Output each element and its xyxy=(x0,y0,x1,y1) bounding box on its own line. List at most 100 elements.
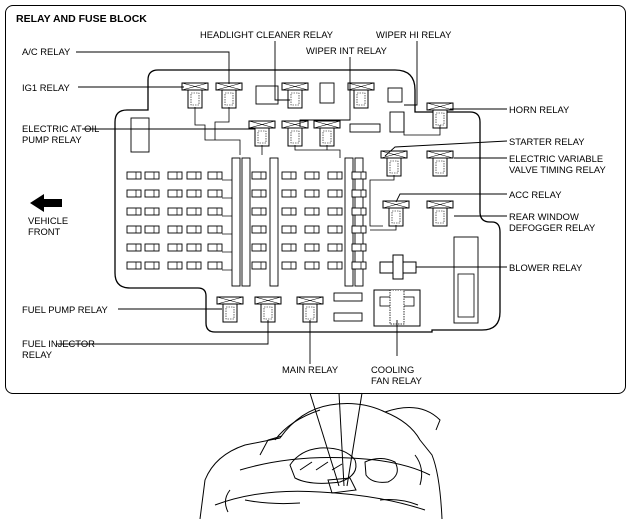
fuse-slot xyxy=(144,171,160,180)
fuse-slot xyxy=(186,261,202,270)
fuse-slot xyxy=(186,207,202,216)
label-electric-variable-valve-timing-relay-line2: VALVE TIMING RELAY xyxy=(509,164,606,175)
wiper-int-relay-unit xyxy=(281,120,309,147)
leader-lines xyxy=(56,41,508,364)
fuse-slot xyxy=(327,261,343,270)
fuse-slot xyxy=(144,261,160,270)
label-rear-window-defogger-relay-line1: REAR WINDOW xyxy=(509,211,579,222)
label-wiper-hi-relay: WIPER HI RELAY xyxy=(376,29,452,40)
fuse-slot xyxy=(281,189,297,198)
fuse-grid xyxy=(126,171,367,271)
label-ac-relay: A/C RELAY xyxy=(22,46,71,57)
fuse-strip xyxy=(349,123,381,133)
label-blower-relay: BLOWER RELAY xyxy=(509,262,583,273)
main-relay-unit xyxy=(296,296,324,323)
fuse-slot xyxy=(207,189,223,198)
fuse-slot xyxy=(144,243,160,252)
bus-bar xyxy=(231,157,241,287)
acc-relay-unit xyxy=(382,200,410,227)
fuse-slot xyxy=(304,261,320,270)
fuse-slot xyxy=(126,225,142,234)
fuse-slot xyxy=(304,171,320,180)
fuse-strip xyxy=(333,292,363,302)
ig1-relay-unit xyxy=(181,82,209,109)
fuse-slot xyxy=(251,171,267,180)
wiper-hi-relay-unit xyxy=(347,82,375,109)
fuse-slot xyxy=(207,207,223,216)
ac-relay-unit xyxy=(215,82,243,109)
fuse-slot xyxy=(167,261,183,270)
connector-slot xyxy=(457,273,475,318)
fuse-slot xyxy=(251,243,267,252)
fuse-slot xyxy=(304,225,320,234)
fuse-slot xyxy=(126,243,142,252)
fuel-pump-relay-unit xyxy=(216,296,244,323)
fuse-slot xyxy=(304,189,320,198)
fuse-box xyxy=(255,85,279,105)
connector-slot xyxy=(130,117,150,153)
fuse-slot xyxy=(281,243,297,252)
fuse-slot xyxy=(327,171,343,180)
fuse-slot xyxy=(251,225,267,234)
bus-bar xyxy=(241,157,251,287)
label-fuel-pump-relay: FUEL PUMP RELAY xyxy=(22,304,108,315)
label-rear-window-defogger-relay-line2: DEFOGGER RELAY xyxy=(509,222,596,233)
rear-window-defogger-relay-unit xyxy=(426,200,454,227)
label-vehicle-front-line1: VEHICLE xyxy=(28,215,69,226)
fuse-slot xyxy=(167,171,183,180)
label-starter-relay: STARTER RELAY xyxy=(509,136,585,147)
bus-bar xyxy=(269,157,279,287)
vehicle-front-arrow-icon xyxy=(30,194,62,212)
fuse-slot xyxy=(144,207,160,216)
connector-slot xyxy=(453,236,479,324)
fuse-slot xyxy=(281,171,297,180)
fuse-slot xyxy=(351,225,367,234)
electric-variable-valve-timing-relay-unit xyxy=(426,150,454,177)
fuse-slot xyxy=(327,189,343,198)
label-ig1-relay: IG1 RELAY xyxy=(22,82,70,93)
fuse-slot xyxy=(281,225,297,234)
label-horn-relay: HORN RELAY xyxy=(509,104,570,115)
starter-relay-unit xyxy=(380,150,408,177)
label-acc-relay: ACC RELAY xyxy=(509,189,562,200)
fuse-slot xyxy=(304,207,320,216)
fuse-slot xyxy=(186,171,202,180)
fuse-slot xyxy=(351,243,367,252)
fuse-slot xyxy=(126,261,142,270)
callout-pointer xyxy=(309,392,363,487)
fuse-slot xyxy=(144,189,160,198)
fuse-slot xyxy=(327,207,343,216)
fuse-slot xyxy=(186,189,202,198)
diagram-frame xyxy=(5,5,626,394)
fuse-slot xyxy=(167,225,183,234)
label-fuel-injector-relay-line1: FUEL INJECTOR xyxy=(22,338,95,349)
fuse-block-outline xyxy=(114,69,501,333)
fuse-slot xyxy=(186,243,202,252)
label-main-relay: MAIN RELAY xyxy=(282,364,339,375)
fuse-slot xyxy=(281,207,297,216)
fuse-box xyxy=(319,82,335,104)
bus-bar xyxy=(354,157,364,287)
label-cooling-fan-relay-line2: FAN RELAY xyxy=(371,375,422,386)
fuse-slot xyxy=(207,243,223,252)
fuse-slot xyxy=(251,261,267,270)
label-cooling-fan-relay-line1: COOLING xyxy=(371,364,415,375)
label-fuel-injector-relay-line2: RELAY xyxy=(22,349,53,360)
fuse-slot xyxy=(251,207,267,216)
fuse-box xyxy=(389,111,405,133)
fuse-slot xyxy=(144,225,160,234)
label-vehicle-front-line2: FRONT xyxy=(28,226,61,237)
horn-relay-unit xyxy=(426,102,454,129)
fuse-slot xyxy=(126,171,142,180)
fuse-slot xyxy=(327,243,343,252)
fuse-relay-unit xyxy=(313,120,341,147)
fuse-slot xyxy=(126,207,142,216)
fuse-slot xyxy=(186,225,202,234)
label-headlight-cleaner-relay: HEADLIGHT CLEANER RELAY xyxy=(200,29,334,40)
fuse-slot xyxy=(167,189,183,198)
fuse-slot xyxy=(351,171,367,180)
fuse-slot xyxy=(207,171,223,180)
label-electric-at-oil-pump-relay-line1: ELECTRIC AT OIL xyxy=(22,123,100,134)
bus-bar xyxy=(344,157,354,287)
